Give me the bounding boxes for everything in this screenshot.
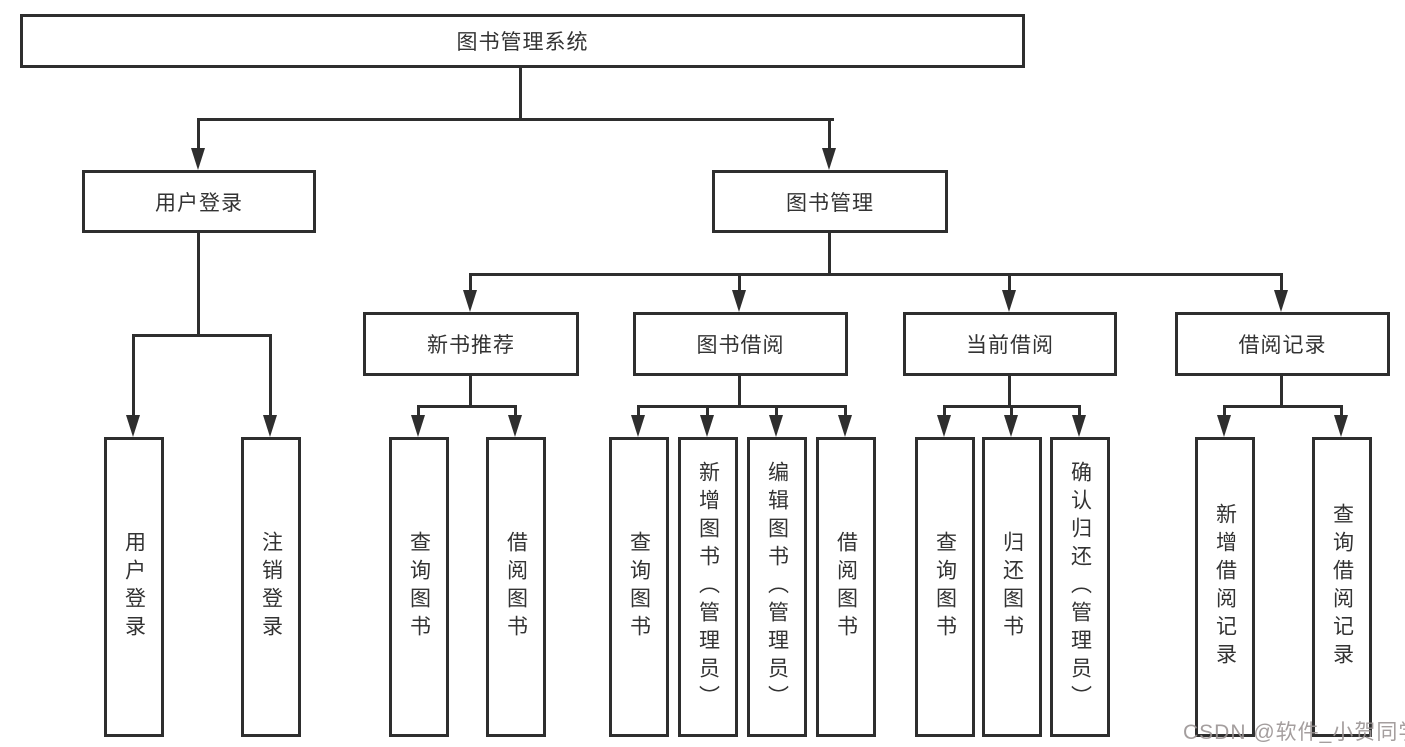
leaf-label: 借阅图书 (504, 531, 528, 643)
connector-new-books-trunk (469, 376, 472, 408)
arrow-down-icon (937, 415, 951, 437)
connector-shaft-login (132, 334, 135, 418)
connector-shaft (1223, 405, 1226, 419)
connector-shaft-user-login (197, 118, 200, 152)
connector-user-login-bar (132, 334, 272, 337)
arrow-down-icon (769, 415, 783, 437)
connector-shaft (1078, 405, 1081, 419)
node-borrow-records-label: 借阅记录 (1238, 334, 1327, 357)
connector-shaft (844, 405, 847, 419)
node-user-login-label: 用户登录 (155, 191, 243, 215)
leaf-label: 查询图书 (627, 531, 651, 643)
connector-shaft (1340, 405, 1343, 419)
arrow-down-icon (1274, 290, 1288, 312)
connector-shaft (514, 405, 517, 419)
node-leaf-bw-query: 查询图书 (609, 437, 669, 737)
leaf-label: 编辑图书（管理员） (765, 461, 789, 713)
node-root: 图书管理系统 (20, 14, 1025, 68)
node-leaf-logout: 注销登录 (241, 437, 301, 737)
connector-borrow-bar (637, 405, 847, 408)
node-leaf-bw-edit-admin: 编辑图书（管理员） (747, 437, 807, 737)
connector-book-mgmt-trunk (828, 233, 831, 276)
node-new-book-recommend: 新书推荐 (363, 312, 579, 376)
connector-shaft (775, 405, 778, 419)
arrow-down-icon (1072, 415, 1086, 437)
node-leaf-bw-add-admin: 新增图书（管理员） (678, 437, 738, 737)
node-leaf-rc-add: 新增借阅记录 (1195, 437, 1255, 737)
arrow-down-icon (1002, 290, 1016, 312)
connector-shaft (706, 405, 709, 419)
arrow-down-icon (1004, 415, 1018, 437)
arrow-down-icon (126, 415, 140, 437)
arrow-down-icon (732, 290, 746, 312)
connector-shaft (637, 405, 640, 419)
node-leaf-user-login: 用户登录 (104, 437, 164, 737)
leaf-label: 注销登录 (259, 531, 283, 643)
arrow-down-icon (1334, 415, 1348, 437)
connector-root-trunk (519, 67, 522, 120)
arrow-down-icon (463, 290, 477, 312)
arrow-down-icon (631, 415, 645, 437)
arrow-down-icon (411, 415, 425, 437)
node-leaf-cu-query: 查询图书 (915, 437, 975, 737)
arrow-down-icon (508, 415, 522, 437)
node-new-book-recommend-label: 新书推荐 (427, 334, 515, 357)
leaf-label: 查询图书 (407, 531, 431, 643)
connector-shaft (943, 405, 946, 419)
connector-shaft-logout (269, 334, 272, 418)
connector-shaft-records (1280, 273, 1283, 295)
connector-shaft-borrow (738, 273, 741, 295)
leaf-label: 查询借阅记录 (1330, 503, 1354, 671)
node-leaf-nb-query: 查询图书 (389, 437, 449, 737)
arrow-down-icon (822, 148, 836, 170)
connector-shaft-book-mgmt (828, 118, 831, 152)
node-leaf-bw-borrow: 借阅图书 (816, 437, 876, 737)
connector-shaft-new-books (469, 273, 472, 295)
connector-user-login-trunk (197, 233, 200, 337)
connector-new-books-bar (417, 405, 517, 408)
leaf-label: 新增借阅记录 (1213, 503, 1237, 671)
node-book-management-label: 图书管理 (786, 191, 874, 215)
node-root-label: 图书管理系统 (456, 31, 589, 54)
leaf-label: 用户登录 (122, 531, 146, 643)
connector-current-trunk (1008, 376, 1011, 408)
node-book-borrow: 图书借阅 (633, 312, 848, 376)
csdn-watermark: CSDN @软件_小贺同学 (1183, 721, 1405, 744)
node-borrow-records: 借阅记录 (1175, 312, 1390, 376)
leaf-label: 新增图书（管理员） (696, 461, 720, 713)
node-leaf-rc-query: 查询借阅记录 (1312, 437, 1372, 737)
connector-borrow-trunk (738, 376, 741, 408)
arrow-down-icon (191, 148, 205, 170)
leaf-label: 借阅图书 (834, 531, 858, 643)
arrow-down-icon (700, 415, 714, 437)
node-current-borrow-label: 当前借阅 (966, 334, 1054, 357)
connector-shaft-current (1008, 273, 1011, 295)
connector-records-bar (1223, 405, 1343, 408)
connector-shaft (1010, 405, 1013, 419)
node-leaf-nb-borrow: 借阅图书 (486, 437, 546, 737)
node-book-management: 图书管理 (712, 170, 948, 233)
connector-level3-bar (469, 273, 1283, 276)
arrow-down-icon (263, 415, 277, 437)
node-user-login: 用户登录 (82, 170, 316, 233)
arrow-down-icon (1217, 415, 1231, 437)
node-leaf-cu-confirm-admin: 确认归还（管理员） (1050, 437, 1110, 737)
node-book-borrow-label: 图书借阅 (696, 334, 785, 357)
connector-records-trunk (1280, 376, 1283, 408)
node-current-borrow: 当前借阅 (903, 312, 1117, 376)
node-leaf-cu-return: 归还图书 (982, 437, 1042, 737)
connector-level1-bar (197, 118, 834, 121)
connector-shaft (417, 405, 420, 419)
arrow-down-icon (838, 415, 852, 437)
leaf-label: 确认归还（管理员） (1068, 461, 1092, 713)
leaf-label: 归还图书 (1000, 531, 1024, 643)
leaf-label: 查询图书 (933, 531, 957, 643)
